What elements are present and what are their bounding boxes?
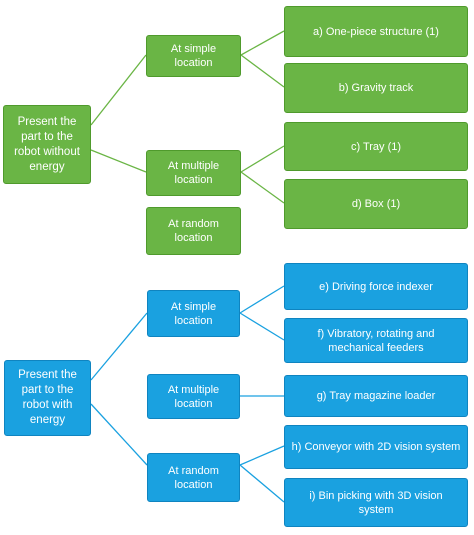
root-node-with-energy: Present the part to the robot with energ… — [4, 360, 91, 436]
node-simple-location-green: At simple location — [146, 35, 241, 77]
leaf-conveyor-2d-vision: h) Conveyor with 2D vision system — [284, 425, 468, 469]
leaf-box: d) Box (1) — [284, 179, 468, 229]
node-multiple-location-green: At multiple location — [146, 150, 241, 196]
root-node-without-energy: Present the part to the robot without en… — [3, 105, 91, 184]
connector-line — [239, 445, 285, 466]
leaf-bin-picking-3d-vision: i) Bin picking with 3D vision system — [284, 478, 468, 527]
connector-line — [240, 145, 285, 173]
connector-line — [240, 30, 285, 56]
node-simple-location-blue: At simple location — [147, 290, 240, 337]
connector-line — [239, 285, 285, 314]
connector-line — [90, 312, 148, 381]
connector-line — [239, 464, 285, 503]
connector-line — [239, 312, 285, 341]
leaf-tray-magazine-loader: g) Tray magazine loader — [284, 375, 468, 417]
connector-line — [240, 54, 285, 88]
leaf-driving-force-indexer: e) Driving force indexer — [284, 263, 468, 310]
leaf-tray: c) Tray (1) — [284, 122, 468, 171]
connector-line — [90, 149, 147, 173]
node-random-location-green: At random location — [146, 207, 241, 255]
leaf-vibratory-feeders: f) Vibratory, rotating and mechanical fe… — [284, 318, 468, 363]
leaf-gravity-track: b) Gravity track — [284, 63, 468, 113]
connector-line — [90, 403, 148, 466]
node-multiple-location-blue: At multiple location — [147, 374, 240, 419]
connector-line — [90, 54, 147, 126]
connector-line — [240, 171, 285, 204]
node-random-location-blue: At random location — [147, 453, 240, 502]
leaf-one-piece-structure: a) One-piece structure (1) — [284, 6, 468, 57]
